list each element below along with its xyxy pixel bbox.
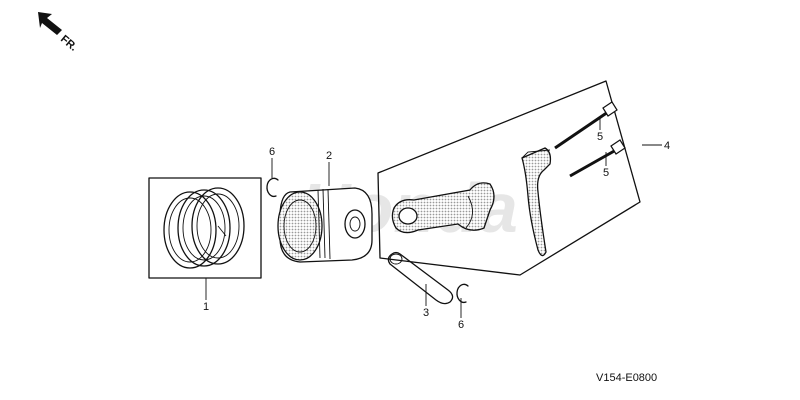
callout-6-right: 6 [458, 319, 464, 331]
piston-pin [387, 251, 454, 305]
piston-pin-clip-right [456, 283, 469, 304]
piston-pin-clip-left [266, 177, 279, 198]
connecting-rod-assembly [377, 80, 641, 276]
connecting-rod-bolt-upper [554, 101, 618, 150]
callout-6-left: 6 [269, 146, 275, 158]
diagram-code: V154-E0800 [596, 372, 657, 384]
callout-3: 3 [423, 307, 429, 319]
callout-4: 4 [664, 140, 670, 152]
callout-2: 2 [326, 150, 332, 162]
callout-5-upper: 5 [597, 131, 603, 143]
leader-lines [205, 118, 662, 318]
piston [277, 187, 373, 263]
connecting-rod-bolt-lower [569, 139, 626, 178]
direction-label: FR. [58, 33, 79, 54]
callout-1: 1 [203, 301, 209, 313]
piston-ring-set [148, 177, 262, 279]
callout-5-lower: 5 [603, 167, 609, 179]
front-arrow-icon [38, 12, 62, 35]
